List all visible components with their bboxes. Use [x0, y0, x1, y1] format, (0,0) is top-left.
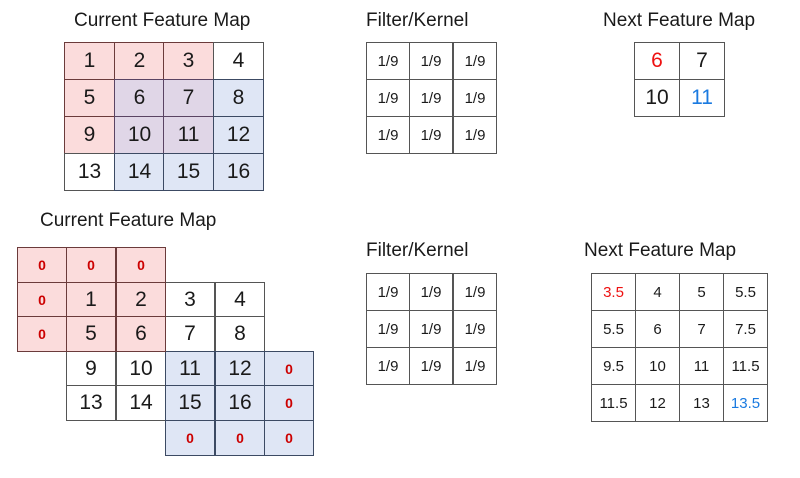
padded-pink-window-cell-r1-c1: 1 — [66, 282, 116, 318]
current-cell-top-r2-c0: 9 — [64, 116, 115, 154]
padded-blue-window-cell-r5-c3: 0 — [165, 420, 215, 456]
padded-pink-window-cell-r2-c2: 6 — [116, 316, 166, 352]
padded-pink-window-cell-r2-c1: 5 — [66, 316, 116, 352]
filter-cell-top-r2-c0: 1/9 — [366, 116, 410, 154]
next-cell-top-r1-c1: 11 — [679, 79, 725, 117]
padded-cell-r1-c4: 4 — [215, 282, 265, 318]
current-cell-top-r3-c1: 14 — [114, 153, 165, 191]
next-cell-bottom-r0-c1: 4 — [635, 273, 680, 311]
padded-pink-window-cell-r1-c0: 0 — [17, 282, 67, 318]
filter-cell-top-r0-c0: 1/9 — [366, 42, 410, 80]
filter-cell-top-r0-c2: 1/9 — [453, 42, 497, 80]
padded-cell-r1-c3: 3 — [165, 282, 215, 318]
padded-cell-r3-c2: 10 — [116, 351, 166, 387]
caption-filter-kernel-bottom: Filter/Kernel — [366, 240, 469, 261]
padded-blue-window-cell-r4-c4: 16 — [215, 385, 265, 421]
padded-pink-window-cell-r0-c1: 0 — [66, 247, 116, 283]
current-cell-top-r3-c3: 16 — [213, 153, 264, 191]
next-cell-bottom-r0-c3: 5.5 — [723, 273, 768, 311]
filter-cell-top-r1-c0: 1/9 — [366, 79, 410, 117]
current-cell-top-r1-c0: 5 — [64, 79, 115, 117]
filter-cell-top-r2-c1: 1/9 — [409, 116, 453, 154]
current-cell-top-r1-c2: 7 — [163, 79, 214, 117]
next-cell-top-r0-c1: 7 — [679, 42, 725, 80]
filter-cell-bottom-r0-c2: 1/9 — [453, 273, 497, 311]
padded-blue-window-cell-r3-c4: 12 — [215, 351, 265, 387]
padded-blue-window-cell-r4-c5: 0 — [264, 385, 314, 421]
next-cell-top-r1-c0: 10 — [634, 79, 680, 117]
current-cell-top-r1-c1: 6 — [114, 79, 165, 117]
current-cell-top-r0-c2: 3 — [163, 42, 214, 80]
padded-blue-window-cell-r4-c3: 15 — [165, 385, 215, 421]
padded-pink-window-cell-r0-c2: 0 — [116, 247, 166, 283]
next-cell-bottom-r2-c1: 10 — [635, 347, 680, 385]
current-cell-top-r0-c0: 1 — [64, 42, 115, 80]
padded-blue-window-cell-r5-c5: 0 — [264, 420, 314, 456]
next-cell-bottom-r2-c0: 9.5 — [591, 347, 636, 385]
caption-filter-kernel-top: Filter/Kernel — [366, 10, 469, 31]
current-cell-top-r2-c3: 12 — [213, 116, 264, 154]
filter-cell-bottom-r2-c0: 1/9 — [366, 347, 410, 385]
caption-next-feature-map-top: Next Feature Map — [603, 10, 756, 31]
next-cell-bottom-r1-c2: 7 — [679, 310, 724, 348]
padded-cell-r4-c1: 13 — [66, 385, 116, 421]
padded-pink-window-cell-r0-c0: 0 — [17, 247, 67, 283]
filter-cell-top-r2-c2: 1/9 — [453, 116, 497, 154]
next-cell-bottom-r0-c2: 5 — [679, 273, 724, 311]
filter-cell-top-r0-c1: 1/9 — [409, 42, 453, 80]
next-cell-bottom-r1-c3: 7.5 — [723, 310, 768, 348]
filter-cell-top-r1-c2: 1/9 — [453, 79, 497, 117]
next-cell-bottom-r1-c0: 5.5 — [591, 310, 636, 348]
padded-cell-r2-c4: 8 — [215, 316, 265, 352]
next-cell-top-r0-c0: 6 — [634, 42, 680, 80]
next-cell-bottom-r1-c1: 6 — [635, 310, 680, 348]
current-cell-top-r2-c1: 10 — [114, 116, 165, 154]
caption-current-feature-map-bottom: Current Feature Map — [40, 210, 217, 231]
current-cell-top-r0-c1: 2 — [114, 42, 165, 80]
padded-cell-r4-c2: 14 — [116, 385, 166, 421]
next-cell-bottom-r3-c3: 13.5 — [723, 384, 768, 422]
padded-blue-window-cell-r3-c5: 0 — [264, 351, 314, 387]
filter-cell-bottom-r1-c1: 1/9 — [409, 310, 453, 348]
next-cell-bottom-r3-c0: 11.5 — [591, 384, 636, 422]
filter-cell-bottom-r1-c0: 1/9 — [366, 310, 410, 348]
padded-blue-window-cell-r5-c4: 0 — [215, 420, 265, 456]
next-cell-bottom-r0-c0: 3.5 — [591, 273, 636, 311]
next-cell-bottom-r3-c1: 12 — [635, 384, 680, 422]
caption-next-feature-map-bottom: Next Feature Map — [584, 240, 737, 261]
current-cell-top-r0-c3: 4 — [213, 42, 264, 80]
current-cell-top-r1-c3: 8 — [213, 79, 264, 117]
filter-cell-bottom-r2-c1: 1/9 — [409, 347, 453, 385]
caption-current-feature-map-top: Current Feature Map — [74, 10, 251, 31]
current-cell-top-r3-c0: 13 — [64, 153, 115, 191]
current-cell-top-r3-c2: 15 — [163, 153, 214, 191]
grid-current-feature-map-bottom-padded: 1234567891011121314151611120151600000000… — [17, 247, 314, 456]
padded-pink-window-cell-r1-c2: 2 — [116, 282, 166, 318]
filter-cell-bottom-r1-c2: 1/9 — [453, 310, 497, 348]
next-cell-bottom-r2-c3: 11.5 — [723, 347, 768, 385]
padded-blue-window-cell-r3-c3: 11 — [165, 351, 215, 387]
next-cell-bottom-r3-c2: 13 — [679, 384, 724, 422]
current-cell-top-r2-c2: 11 — [163, 116, 214, 154]
filter-cell-bottom-r0-c1: 1/9 — [409, 273, 453, 311]
padded-pink-window-cell-r2-c0: 0 — [17, 316, 67, 352]
next-cell-bottom-r2-c2: 11 — [679, 347, 724, 385]
padded-cell-r2-c3: 7 — [165, 316, 215, 352]
padded-cell-r3-c1: 9 — [66, 351, 116, 387]
filter-cell-bottom-r0-c0: 1/9 — [366, 273, 410, 311]
filter-cell-top-r1-c1: 1/9 — [409, 79, 453, 117]
filter-cell-bottom-r2-c2: 1/9 — [453, 347, 497, 385]
